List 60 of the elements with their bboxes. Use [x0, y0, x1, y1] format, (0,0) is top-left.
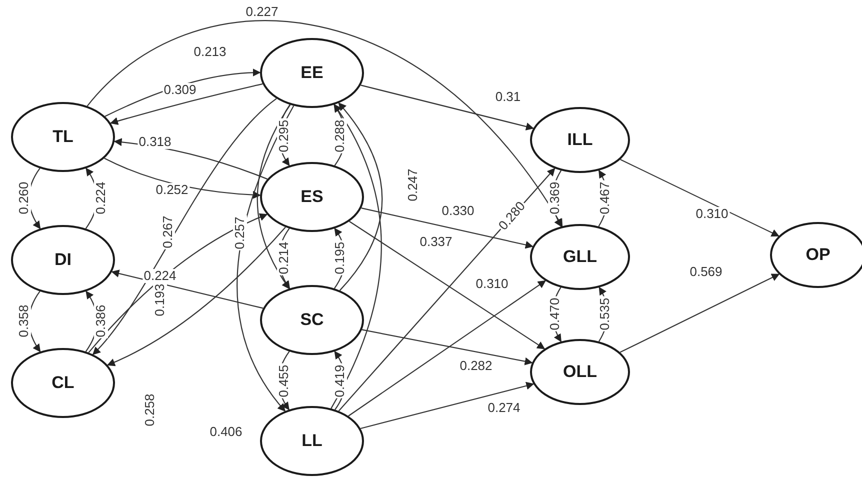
edge-label: 0.406: [208, 425, 244, 439]
edge-label: 0.227: [244, 5, 280, 19]
construct-ellipse: DI: [11, 225, 115, 295]
construct-ellipse: OLL: [530, 339, 630, 405]
arrow: [104, 158, 261, 199]
arrow: [86, 20, 563, 227]
arrow: [338, 102, 383, 291]
edge-label: 0.295: [277, 118, 291, 154]
edge-label: 0.267: [161, 214, 175, 250]
arrow: [256, 104, 291, 290]
construct-ellipse: SC: [260, 285, 364, 355]
edge-label: 0.31: [494, 90, 522, 104]
arrow: [360, 382, 534, 430]
edge-label: 0.193: [153, 282, 167, 318]
edge-label: 0.195: [333, 240, 347, 276]
edge-label: 0.213: [192, 45, 228, 59]
edge-label: 0.258: [143, 392, 157, 428]
arrow: [110, 83, 263, 125]
arrow: [362, 329, 533, 366]
arrow: [349, 220, 546, 350]
construct-ellipse: ES: [260, 162, 364, 232]
edge-label: 0.310: [694, 207, 730, 221]
edge-label: 0.470: [548, 296, 562, 332]
arrow: [620, 274, 780, 353]
edge-label: 0.369: [548, 180, 562, 216]
arrow: [92, 98, 277, 355]
edge-label: 0.257: [233, 216, 247, 250]
construct-ellipse: CL: [11, 348, 115, 418]
arrow: [348, 280, 546, 416]
edge-label: 0.274: [486, 401, 522, 415]
construct-ellipse: OP: [770, 222, 862, 288]
edge-label: 0.569: [688, 265, 724, 279]
edge-label: 0.252: [154, 183, 190, 197]
edge-label: 0.224: [94, 180, 108, 216]
construct-ellipse: ILL: [530, 107, 630, 173]
edge-label: 0.282: [458, 359, 494, 373]
edge-label: 0.318: [138, 135, 172, 149]
edge-label: 0.337: [418, 235, 454, 249]
construct-ellipse: TL: [11, 102, 115, 172]
arrow: [106, 226, 286, 366]
arrow: [330, 104, 382, 409]
edge-label: 0.224: [142, 269, 178, 283]
edge-label: 0.247: [406, 168, 420, 202]
construct-ellipse: EE: [260, 38, 364, 108]
edge-label: 0.386: [94, 304, 108, 338]
edge-label: 0.330: [440, 204, 476, 218]
edge-label: 0.260: [17, 180, 31, 216]
edge-label: 0.309: [162, 83, 198, 97]
edge-label: 0.358: [17, 304, 31, 338]
edge-label: 0.455: [277, 364, 291, 398]
arrow: [360, 84, 534, 130]
edge-label: 0.310: [474, 277, 510, 291]
edge-label: 0.467: [598, 180, 612, 216]
arrow: [338, 168, 556, 412]
construct-ellipse: GLL: [530, 224, 630, 290]
arrow: [361, 208, 534, 249]
edge-label: 0.419: [333, 364, 347, 398]
construct-ellipse: LL: [260, 406, 364, 476]
arrow: [620, 159, 780, 237]
edge-label: 0.535: [598, 296, 612, 332]
